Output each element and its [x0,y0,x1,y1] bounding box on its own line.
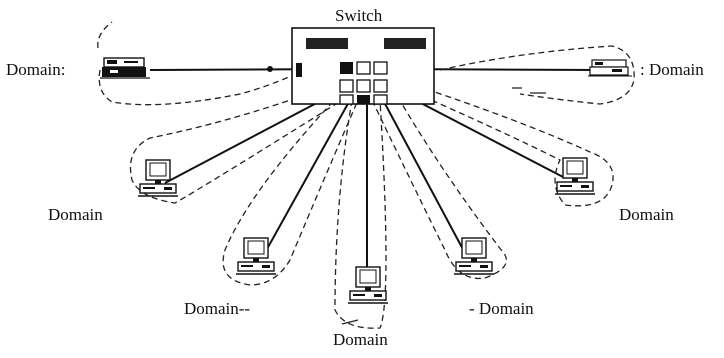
scan-artifacts [341,87,546,325]
computer-icon [137,159,179,197]
link-pc-mid-left [261,99,351,259]
link-pc-mid-right [382,99,467,256]
domain-label-pc-mid-right: - Domain [469,299,534,318]
domain-boundary-pc-far-right [394,81,614,207]
domain-boundaries [97,21,635,329]
domain-label-pc-far-right: Domain [619,205,674,224]
switch-icon [267,27,435,105]
domain-boundary-right-server [439,45,635,105]
domain-boundary-left-server [97,21,301,106]
domain-label-pc-far-left: Domain [48,205,103,224]
domain-label-pc-center: Domain [333,330,388,349]
domain-label-left-server: Domain: [6,60,66,79]
domain-boundary-pc-mid-left [222,93,359,286]
domain-label-right-server: : Domain [640,60,704,79]
server-icon [588,59,632,77]
domain-boundary-pc-mid-right [371,91,508,280]
server-icon [100,57,150,79]
computer-icon [347,266,389,304]
domain-boundary-pc-far-left [129,83,356,204]
domain-label-pc-mid-left: Domain-- [184,299,251,318]
switch-label: Switch [335,6,383,25]
